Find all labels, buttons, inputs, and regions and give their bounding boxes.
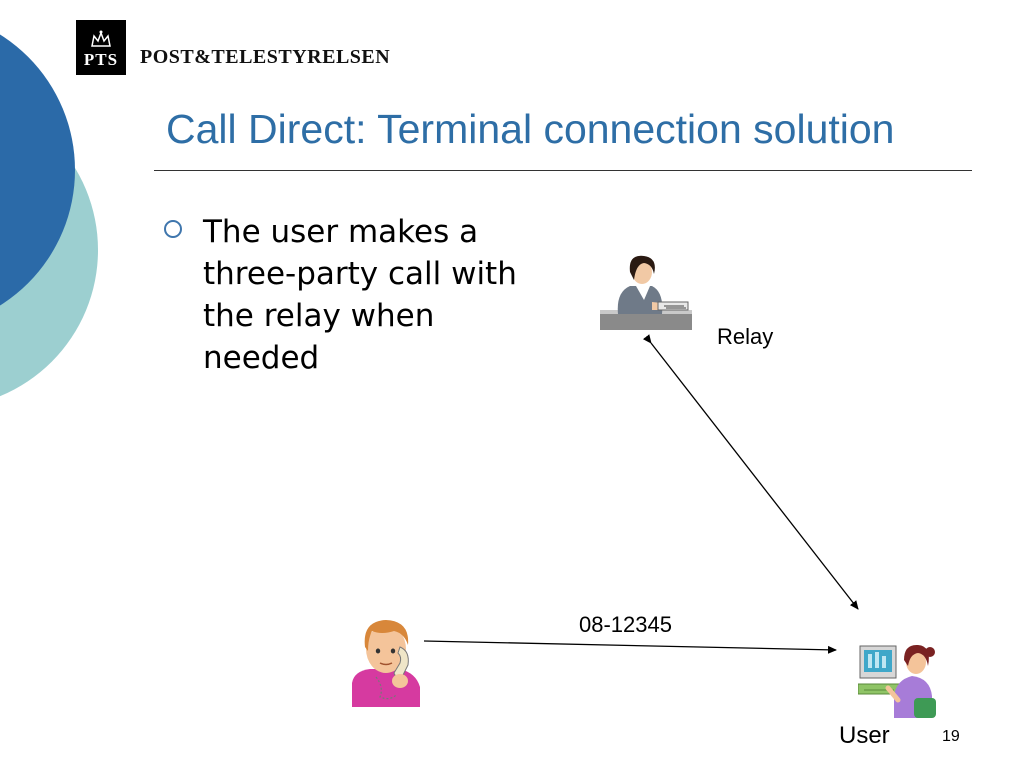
bullet-text: The user makes a three-party call with t… — [203, 211, 533, 379]
slide-title: Call Direct: Terminal connection solutio… — [166, 106, 894, 153]
user-computer-icon — [858, 640, 936, 718]
call-arrow — [424, 641, 836, 650]
phone-number-label: 08-12345 — [579, 612, 672, 638]
user-child-phone-icon — [350, 617, 422, 707]
bullet-circle-icon — [164, 220, 182, 238]
title-divider — [154, 170, 972, 171]
page-number: 19 — [942, 728, 960, 746]
crown-icon — [90, 30, 112, 48]
relay-label: Relay — [717, 324, 773, 350]
pts-logo: PTS — [76, 20, 126, 75]
logo-wordmark: POST&TELESTYRELSEN — [140, 46, 390, 69]
user-label: User — [839, 722, 890, 750]
relay-operator-icon — [600, 254, 692, 330]
logo-initials: PTS — [84, 50, 118, 70]
relay-user-arrow — [651, 343, 858, 609]
